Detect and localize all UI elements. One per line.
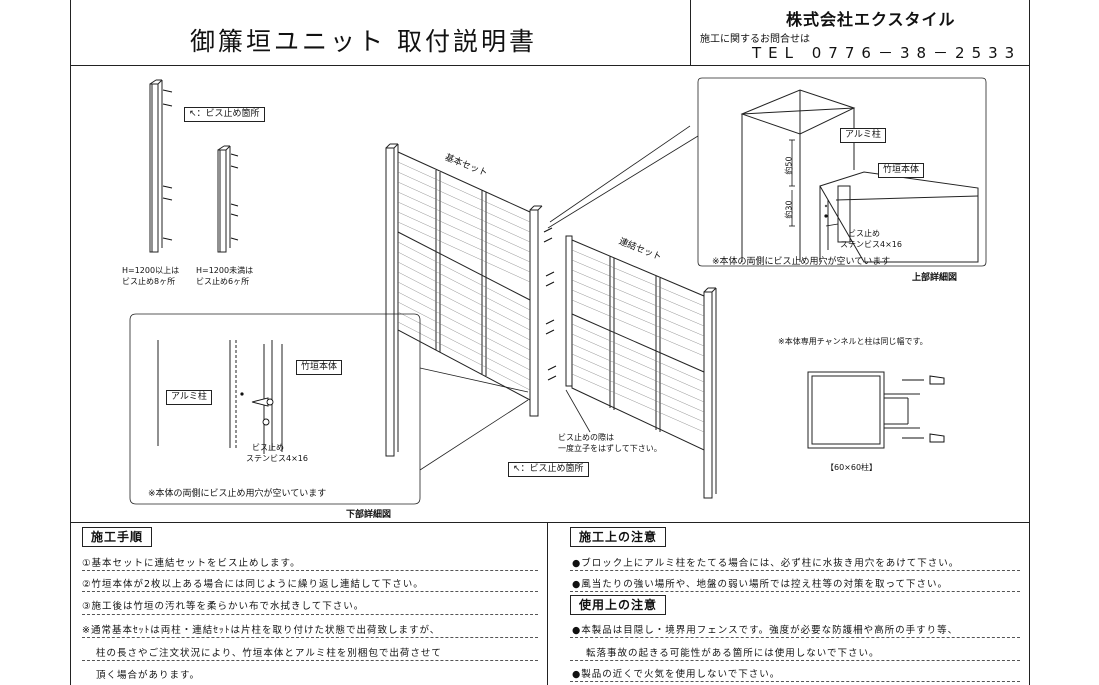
notes-split (547, 522, 548, 685)
document-title: 御簾垣ユニット 取付説明書 (190, 27, 537, 56)
caution-install-line-2: ●風当たりの強い場所や、地盤の弱い場所では控え柱等の対策を取って下さい。 (572, 579, 949, 590)
upper-note: ※本体の両側にビス止め用穴が空いています (712, 257, 891, 267)
caution-install-heading: 施工上の注意 (570, 527, 667, 547)
header-divider (70, 65, 1030, 66)
inquiry-text: 施工に関するお問合せは (700, 34, 810, 45)
screw-location-legend-bottom: ↖：ビス止め箇所 (508, 462, 589, 477)
lower-screw-1: ビス止め (252, 443, 284, 452)
upper-alumi-post-label: アルミ柱 (840, 128, 886, 143)
header-split (690, 0, 691, 65)
caution-use-line-2: 転落事故の起きる可能性がある箇所には使用しないで下さい。 (586, 648, 880, 659)
post-short-caption-2: ビス止め6ヶ所 (196, 277, 250, 286)
caution-install-line-1: ●ブロック上にアルミ柱をたてる場合には、必ず柱に水抜き用穴をあけて下さい。 (572, 558, 960, 569)
procedure-line-6: 頂く場合があります。 (96, 670, 201, 681)
lower-note: ※本体の両側にビス止め用穴が空いています (148, 489, 327, 499)
screw-location-legend: ↖：ビス止め箇所 (184, 107, 265, 122)
procedure-line-5: 柱の長さやご注文状況により、竹垣本体とアルミ柱を別梱包で出荷させて (96, 648, 442, 659)
procedure-line-2: ②竹垣本体が2枚以上ある場合には同じように繰り返し連結して下さい。 (82, 579, 424, 590)
company-name: 株式会社エクスタイル (786, 10, 956, 29)
post-tall-caption-2: ビス止め8ヶ所 (122, 277, 176, 286)
caution-use-line-3: ●製品の近くで火気を使用しないで下さい。 (572, 669, 781, 680)
telephone-number: TEL 0776－38－2533 (752, 44, 1022, 62)
caution-use-heading: 使用上の注意 (570, 595, 667, 615)
procedure-heading: 施工手順 (82, 527, 153, 547)
drawing-sheet (70, 0, 1030, 685)
upper-body-label: 竹垣本体 (878, 163, 925, 178)
lower-alumi-post-label: アルミ柱 (166, 390, 212, 405)
upper-screw-1: ビス止め (848, 229, 880, 238)
lower-detail-caption: 下部詳細図 (346, 510, 392, 520)
lower-body-label: 竹垣本体 (296, 360, 343, 375)
screw-note-2: 一度立子をはずして下さい。 (558, 444, 662, 453)
channel-note: ※本体専用チャンネルと柱は同じ幅です。 (778, 337, 928, 346)
post-short-caption-1: H=1200未満は (196, 266, 254, 275)
notes-divider (70, 522, 1030, 523)
post-tall-caption-1: H=1200以上は (122, 266, 180, 275)
dim-50: 約50 (784, 156, 794, 175)
upper-detail-caption: 上部詳細図 (912, 273, 958, 283)
section-caption: 【60×60柱】 (826, 463, 878, 472)
upper-screw-2: ステンビス4×16 (840, 240, 902, 249)
caution-use-line-1: ●本製品は目隠し・境界用フェンスです。強度が必要な防護柵や高所の手すり等、 (572, 625, 959, 636)
procedure-line-1: ①基本セットに連結セットをビス止めします。 (82, 558, 301, 569)
procedure-line-3: ③施工後は竹垣の汚れ等を柔らかい布で水拭きして下さい。 (82, 601, 365, 612)
procedure-line-4: ※通常基本ｾｯﾄは両柱・連結ｾｯﾄは片柱を取り付けた状態で出荷致しますが、 (82, 625, 441, 636)
screw-note-1: ビス止めの際は (558, 433, 614, 442)
lower-screw-2: ステンビス4×16 (246, 454, 308, 463)
dim-30: 約30 (784, 200, 794, 219)
